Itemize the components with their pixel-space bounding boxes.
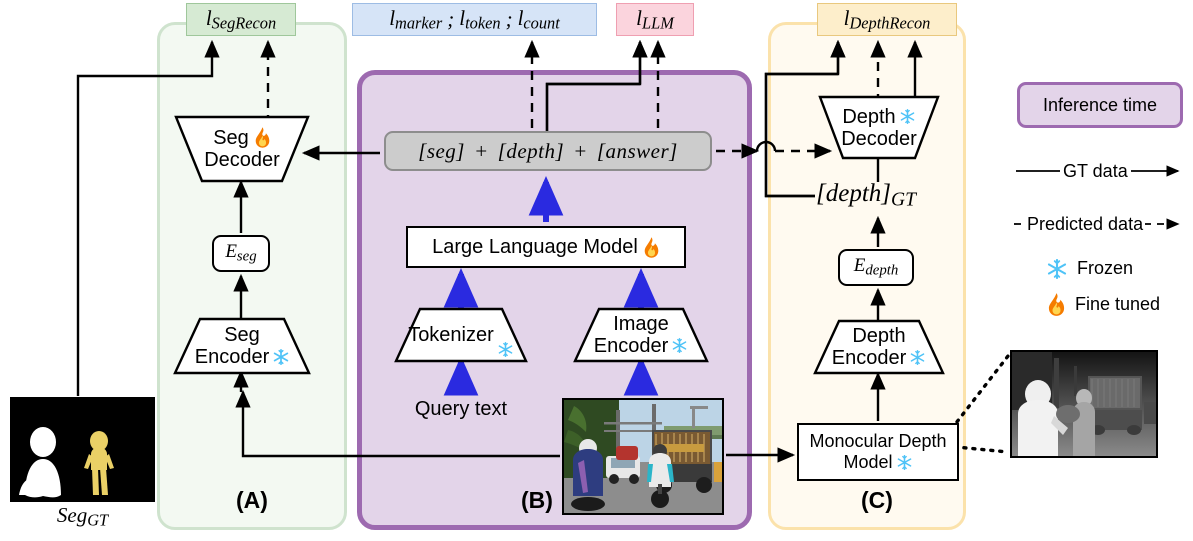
tokenizer-node[interactable]: Tokenizer: [394, 307, 528, 363]
loss-depth-recon: lDepthRecon: [817, 3, 957, 36]
image-encoder-node[interactable]: Image Encoder: [573, 307, 709, 363]
mono-line2-row: Model: [843, 452, 912, 473]
loss-count: lcount: [517, 5, 560, 33]
panel-a-segmentation: [157, 22, 347, 530]
legend: GT data Predicted data Frozen Fine tuned: [1005, 80, 1190, 320]
llm-label: Large Language Model: [432, 235, 638, 258]
loss-llm-subscript: LLM: [642, 13, 674, 33]
inference-time-label: Inference time: [1042, 94, 1158, 115]
seg-gt-caption-symbol: Seg: [56, 503, 88, 527]
token-seg: [seg]: [418, 138, 465, 163]
loss-seg-recon-symbol: lSegRecon: [205, 5, 277, 33]
e-depth-symbol: Edepth: [854, 255, 899, 279]
loss-seg-recon: lSegRecon: [186, 3, 296, 36]
loss-marker-token-count: lmarker ; ltoken ; lcount: [352, 3, 597, 36]
legend-predicted-data-label: Predicted data: [1025, 214, 1146, 235]
loss-marker: lmarker: [389, 5, 443, 33]
legend-fine-tuned-label: Fine tuned: [1075, 294, 1161, 314]
e-seg-letter: E: [225, 241, 237, 263]
mono-line2: Model: [843, 452, 893, 472]
seg-decoder-node[interactable]: Seg Decoder: [174, 115, 310, 183]
legend-gt-data-label: GT data: [1060, 161, 1131, 182]
e-depth-subscript: depth: [865, 262, 899, 279]
loss-token-subscript: token: [465, 13, 501, 33]
depth-gt-symbol: [depth]: [816, 180, 891, 207]
seg-gt-caption-subscript: GT: [87, 510, 109, 530]
e-depth-letter: E: [853, 255, 866, 277]
legend-frozen-row: Frozen: [1047, 258, 1133, 279]
loss-depth-recon-symbol: lDepthRecon: [843, 5, 931, 33]
loss-llm: lLLM: [616, 3, 694, 36]
mono-line1: Monocular Depth: [809, 431, 947, 452]
depth-gt-label: [depth]GT: [816, 180, 916, 211]
panel-c-label: (C): [861, 487, 893, 513]
loss-llm-symbol: lLLM: [636, 5, 674, 33]
seg-gt-image: [10, 397, 155, 502]
loss-depth-recon-subscript: DepthRecon: [849, 13, 931, 33]
legend-fine-tuned-row: Fine tuned: [1047, 293, 1160, 316]
e-seg-node[interactable]: Eseg: [212, 235, 270, 272]
e-seg-subscript: seg: [236, 248, 257, 265]
seg-encoder-node[interactable]: Seg Encoder: [173, 317, 311, 375]
loss-token: ltoken: [459, 5, 501, 33]
large-language-model-node[interactable]: Large Language Model: [406, 226, 686, 268]
depth-map-image: [1010, 350, 1158, 458]
loss-marker-subscript: marker: [395, 13, 443, 33]
loss-count-subscript: count: [523, 13, 560, 33]
e-seg-symbol: Eseg: [225, 241, 256, 265]
snowflake-icon: [897, 454, 913, 471]
depth-encoder-node[interactable]: Depth Encoder: [813, 319, 945, 375]
panel-a-label: (A): [236, 487, 268, 513]
panel-b-label: (B): [521, 487, 553, 513]
token-depth: [depth]: [497, 138, 565, 163]
e-depth-node[interactable]: Edepth: [838, 249, 914, 286]
loss-seg-recon-subscript: SegRecon: [211, 13, 277, 33]
legend-frozen-label: Frozen: [1077, 258, 1134, 278]
token-sequence-box[interactable]: [seg] + [depth] + [answer]: [384, 131, 712, 171]
token-answer: [answer]: [596, 138, 678, 163]
depth-gt-subscript: GT: [891, 189, 916, 211]
inference-time-badge: Inference time: [1017, 82, 1183, 128]
flame-icon: [1047, 293, 1066, 316]
street-scene-image: [562, 398, 724, 515]
loss-sep-1: ;: [447, 7, 455, 31]
token-plus-2: +: [573, 138, 588, 163]
loss-sep-2: ;: [505, 7, 513, 31]
query-text-label: Query text: [414, 398, 508, 420]
seg-gt-caption: SegGT: [10, 503, 155, 531]
token-plus-1: +: [473, 138, 489, 163]
snowflake-icon: [1047, 258, 1067, 279]
depth-decoder-node[interactable]: Depth Decoder: [818, 95, 940, 160]
monocular-depth-model-node[interactable]: Monocular Depth Model: [797, 423, 959, 481]
flame-icon: [643, 236, 660, 258]
